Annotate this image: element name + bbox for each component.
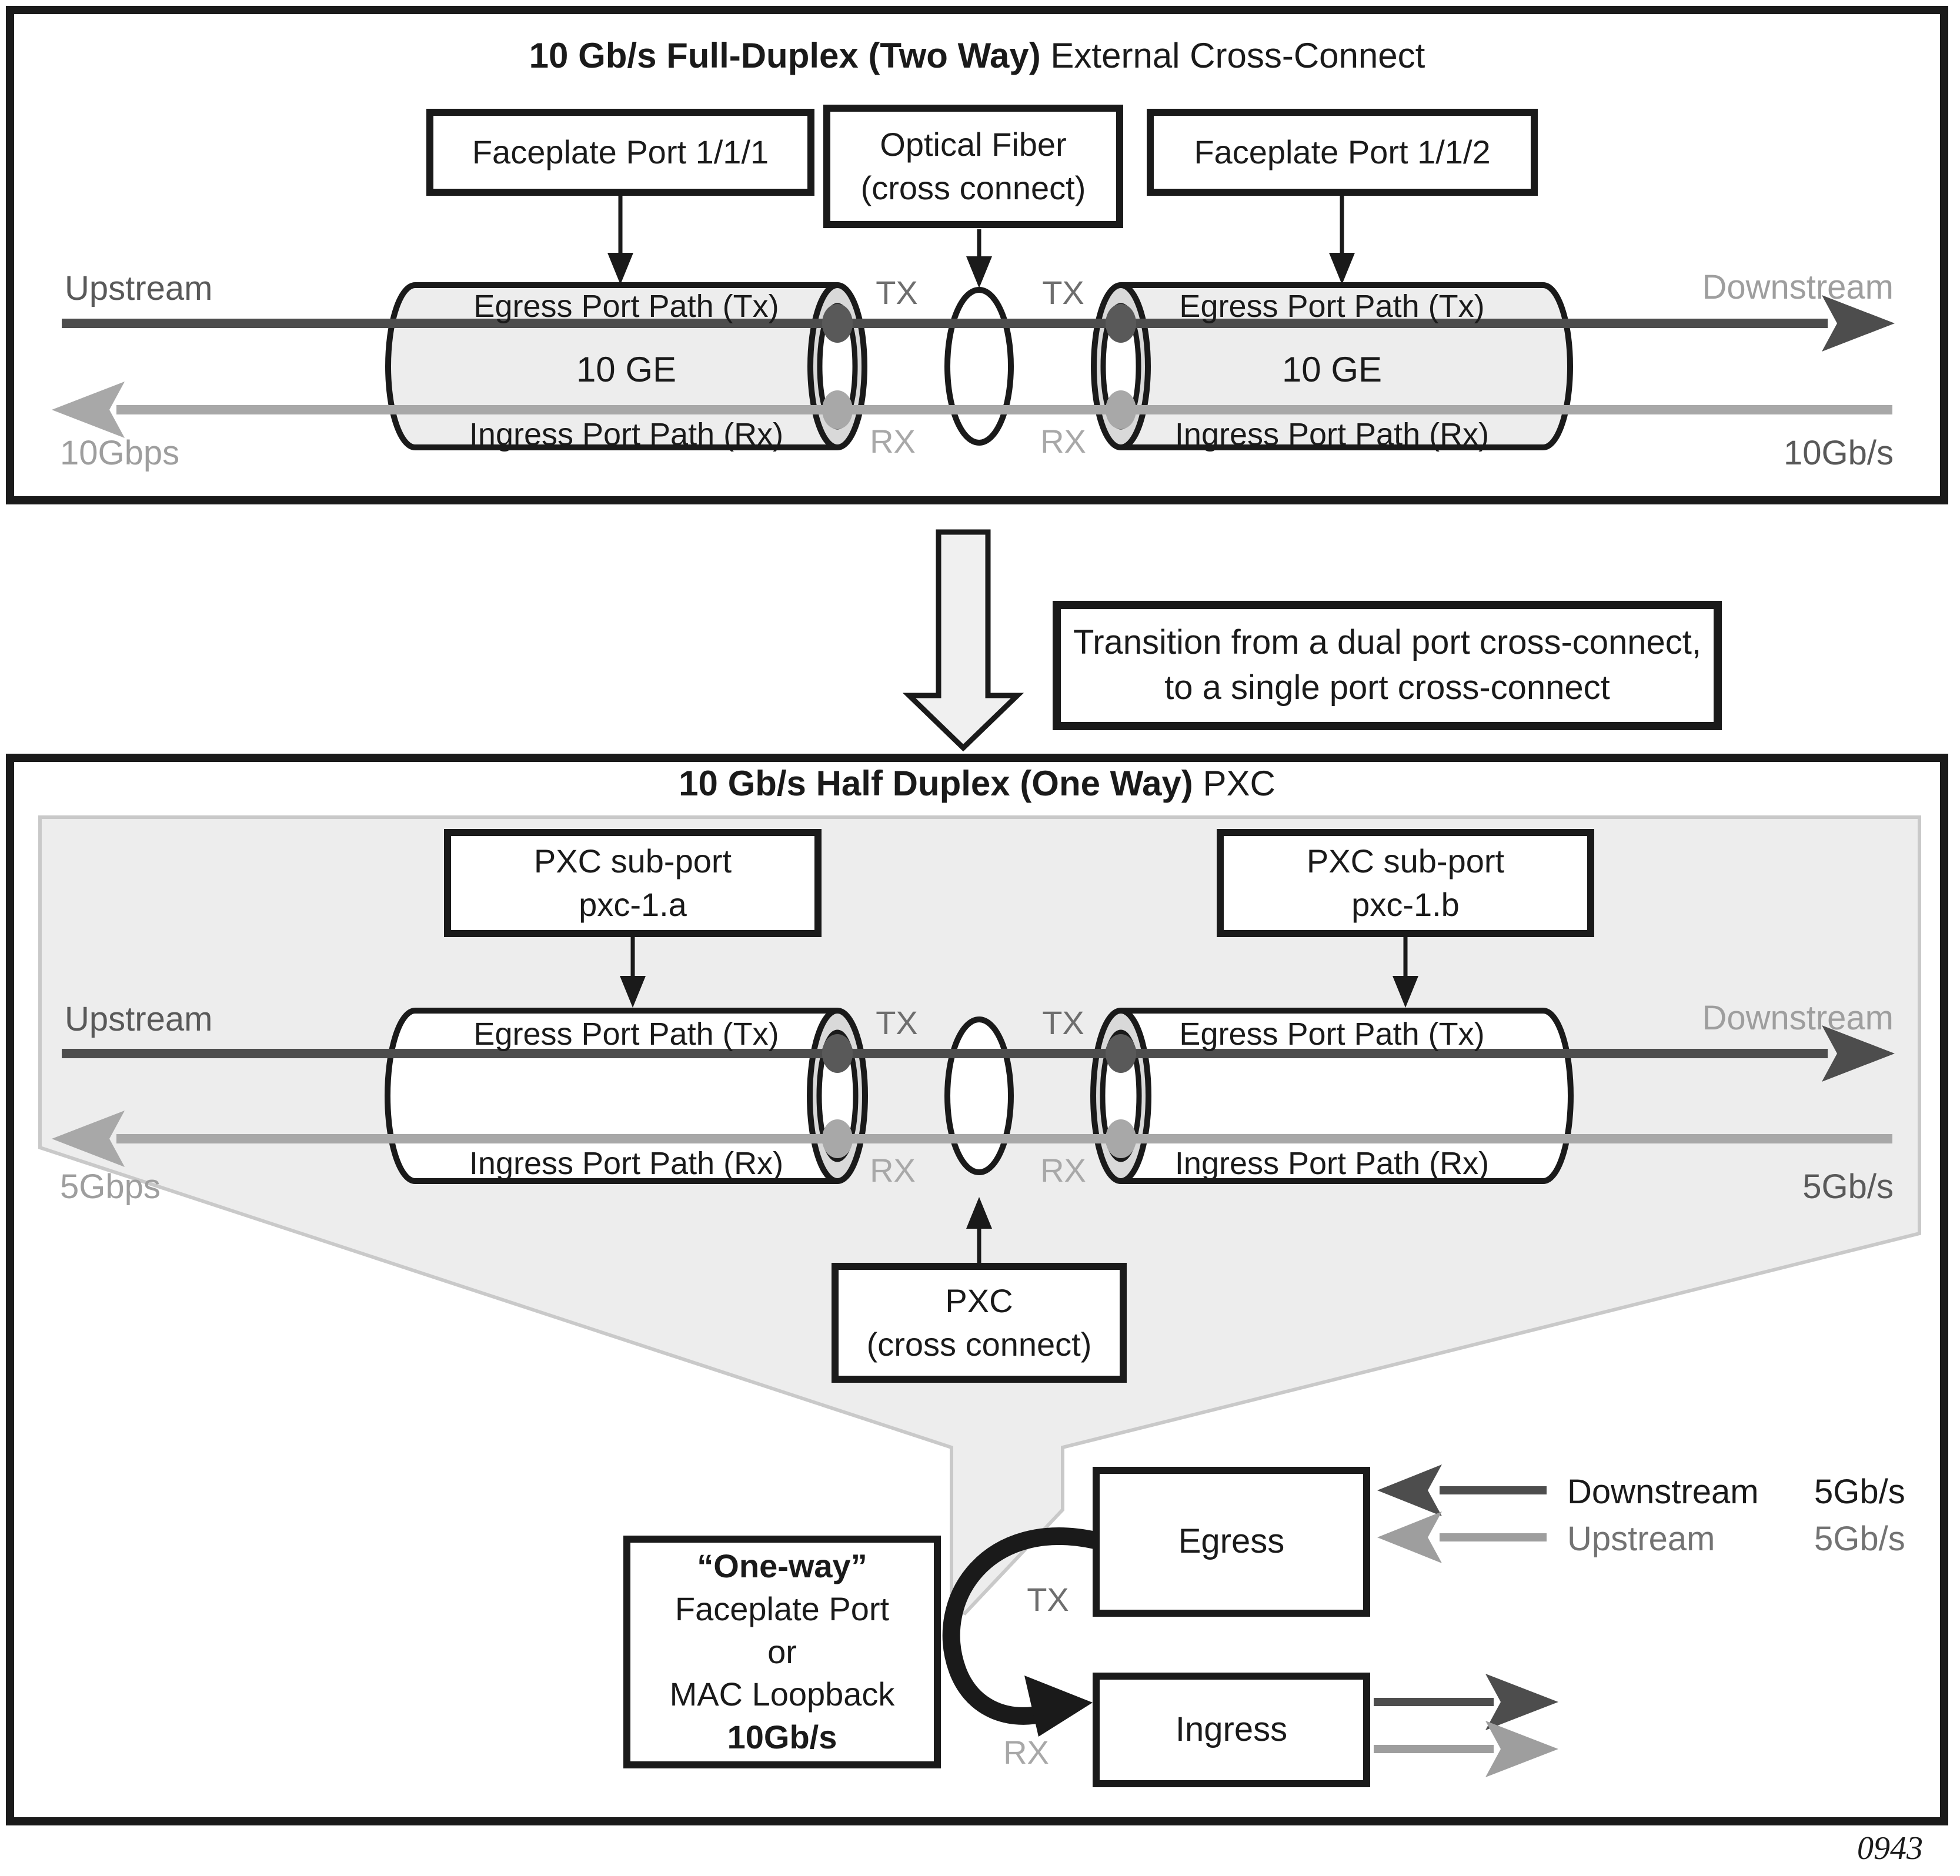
- top-title-bold: 10 Gb/s Full-Duplex (Two Way): [529, 36, 1041, 75]
- top-rate-left-label: 10Gbps: [60, 434, 180, 472]
- legend-upstream-arrow: [1377, 1511, 1547, 1563]
- top-right-tx-dot: [1106, 304, 1136, 343]
- pxc-box: PXC (cross connect): [832, 1263, 1127, 1383]
- top-downstream-label: Downstream: [1702, 268, 1894, 306]
- optical-fiber-label-2: (cross connect): [860, 169, 1086, 206]
- ingress-out-dark-arrow: [1374, 1674, 1558, 1730]
- bottom-panel-title: 10 Gb/s Half Duplex (One Way) PXC: [6, 763, 1948, 804]
- faceplate-port-2-box: Faceplate Port 1/1/2: [1147, 109, 1538, 196]
- legend-upstream-rate: 5Gb/s: [1814, 1520, 1905, 1558]
- top-upstream-label: Upstream: [65, 269, 213, 307]
- top-left-cyl-10ge-label: 10 GE: [576, 350, 677, 389]
- faceplate-port-2-label: Faceplate Port 1/1/2: [1194, 133, 1491, 171]
- bottom-right-tx-dot: [1106, 1034, 1136, 1073]
- top-downstream-line: [62, 295, 1895, 352]
- optical-fiber-label-1: Optical Fiber: [880, 126, 1067, 163]
- top-panel: [6, 6, 1948, 504]
- legend-downstream-arrow: [1377, 1464, 1547, 1516]
- legend-upstream-label: Upstream: [1567, 1520, 1715, 1558]
- loopback-rx-label: RX: [1003, 1734, 1049, 1771]
- egress-box: Egress: [1093, 1467, 1370, 1617]
- pxc-subport-b-line1: PXC sub-port: [1306, 842, 1505, 880]
- top-left-cyl-egress-label: Egress Port Path (Tx): [473, 289, 779, 324]
- transition-note-line1: Transition from a dual port cross-connec…: [1073, 623, 1702, 662]
- faceplate-port-1-label: Faceplate Port 1/1/1: [472, 133, 769, 171]
- bottom-right-rx-label: RX: [1040, 1152, 1086, 1189]
- top-right-rx-label: RX: [1040, 423, 1086, 460]
- bottom-right-cyl-ingress-label: Ingress Port Path (Rx): [1174, 1146, 1490, 1181]
- mac-loopback-arc: [942, 1527, 1097, 1737]
- bottom-downstream-label: Downstream: [1702, 999, 1894, 1037]
- one-way-line5: 10Gb/s: [727, 1718, 837, 1756]
- loopback-tx-label: TX: [1027, 1581, 1069, 1618]
- bottom-right-rx-dot: [1106, 1119, 1136, 1158]
- top-left-rx-dot: [822, 390, 853, 429]
- pxc-subport-a-line2: pxc-1.a: [579, 886, 687, 923]
- transition-down-arrow: [902, 529, 1024, 752]
- pxc-subport-b-arrow: [1393, 937, 1418, 1008]
- pxc-subport-b-box: PXC sub-port pxc-1.b: [1217, 829, 1594, 937]
- top-right-tx-label: TX: [1042, 274, 1084, 311]
- pxc-box-line2: (cross connect): [866, 1326, 1092, 1363]
- top-right-cyl-10ge-label: 10 GE: [1281, 350, 1383, 389]
- faceplate-port-1-box: Faceplate Port 1/1/1: [426, 109, 814, 196]
- one-way-line3: or: [767, 1633, 797, 1670]
- pxc-box-up-arrow: [966, 1197, 992, 1263]
- ingress-out-light-arrow: [1374, 1721, 1558, 1777]
- top-panel-title: 10 Gb/s Full-Duplex (Two Way) External C…: [6, 35, 1948, 76]
- top-right-cyl-egress-label: Egress Port Path (Tx): [1179, 289, 1485, 324]
- top-left-tx-label: TX: [876, 274, 918, 311]
- transition-note-line2: to a single port cross-connect: [1164, 668, 1610, 707]
- top-rate-right-label: 10Gb/s: [1784, 434, 1894, 472]
- top-left-rx-label: RX: [870, 423, 916, 460]
- ingress-box: Ingress: [1093, 1673, 1370, 1787]
- bottom-downstream-line: [62, 1025, 1895, 1082]
- bottom-left-cyl-egress-label: Egress Port Path (Tx): [473, 1016, 779, 1052]
- pxc-subport-b-line2: pxc-1.b: [1351, 886, 1460, 923]
- bottom-right-cyl-egress-label: Egress Port Path (Tx): [1179, 1016, 1485, 1052]
- bottom-left-tx-label: TX: [876, 1004, 918, 1041]
- bottom-title-regular: PXC: [1193, 764, 1275, 803]
- bottom-left-tx-dot: [822, 1034, 853, 1073]
- optical-fiber-arrow: [966, 229, 992, 288]
- figure-number: 0943: [1857, 1830, 1923, 1867]
- top-right-rx-dot: [1106, 390, 1136, 429]
- bottom-panel: [6, 754, 1948, 1825]
- bottom-rate-right-label: 5Gb/s: [1802, 1168, 1894, 1206]
- top-left-cyl-ingress-label: Ingress Port Path (Rx): [469, 417, 784, 452]
- bottom-right-tx-label: TX: [1042, 1004, 1084, 1041]
- faceplate-port-1-arrow: [607, 196, 633, 285]
- ingress-label: Ingress: [1175, 1710, 1288, 1749]
- optical-fiber-box: Optical Fiber (cross connect): [823, 105, 1123, 228]
- one-way-line4: MAC Loopback: [669, 1676, 895, 1713]
- bottom-left-rx-label: RX: [870, 1152, 916, 1189]
- egress-label: Egress: [1178, 1522, 1285, 1561]
- transition-note-box: Transition from a dual port cross-connec…: [1053, 601, 1722, 730]
- pxc-subport-a-box: PXC sub-port pxc-1.a: [444, 829, 822, 937]
- pxc-box-line1: PXC: [945, 1282, 1013, 1320]
- bottom-left-cyl-ingress-label: Ingress Port Path (Rx): [469, 1146, 784, 1181]
- bottom-upstream-label: Upstream: [65, 1000, 213, 1038]
- top-title-regular: External Cross-Connect: [1040, 36, 1425, 75]
- top-upstream-line: [52, 382, 1892, 438]
- one-way-line2: Faceplate Port: [675, 1590, 890, 1627]
- one-way-line1: “One-way”: [697, 1547, 867, 1584]
- bottom-title-bold: 10 Gb/s Half Duplex (One Way): [679, 764, 1193, 803]
- bottom-left-rx-dot: [822, 1119, 853, 1158]
- top-left-tx-dot: [822, 304, 853, 343]
- bottom-upstream-line: [52, 1111, 1892, 1167]
- top-right-cyl-ingress-label: Ingress Port Path (Rx): [1174, 417, 1490, 452]
- one-way-box: “One-way” Faceplate Port or MAC Loopback…: [623, 1536, 941, 1768]
- legend-downstream-label: Downstream: [1567, 1473, 1759, 1511]
- faceplate-port-2-arrow: [1329, 196, 1355, 285]
- bottom-rate-left-label: 5Gbps: [60, 1168, 161, 1206]
- legend-downstream-rate: 5Gb/s: [1814, 1473, 1905, 1511]
- pxc-subport-a-arrow: [620, 937, 646, 1008]
- pxc-subport-a-line1: PXC sub-port: [533, 842, 732, 880]
